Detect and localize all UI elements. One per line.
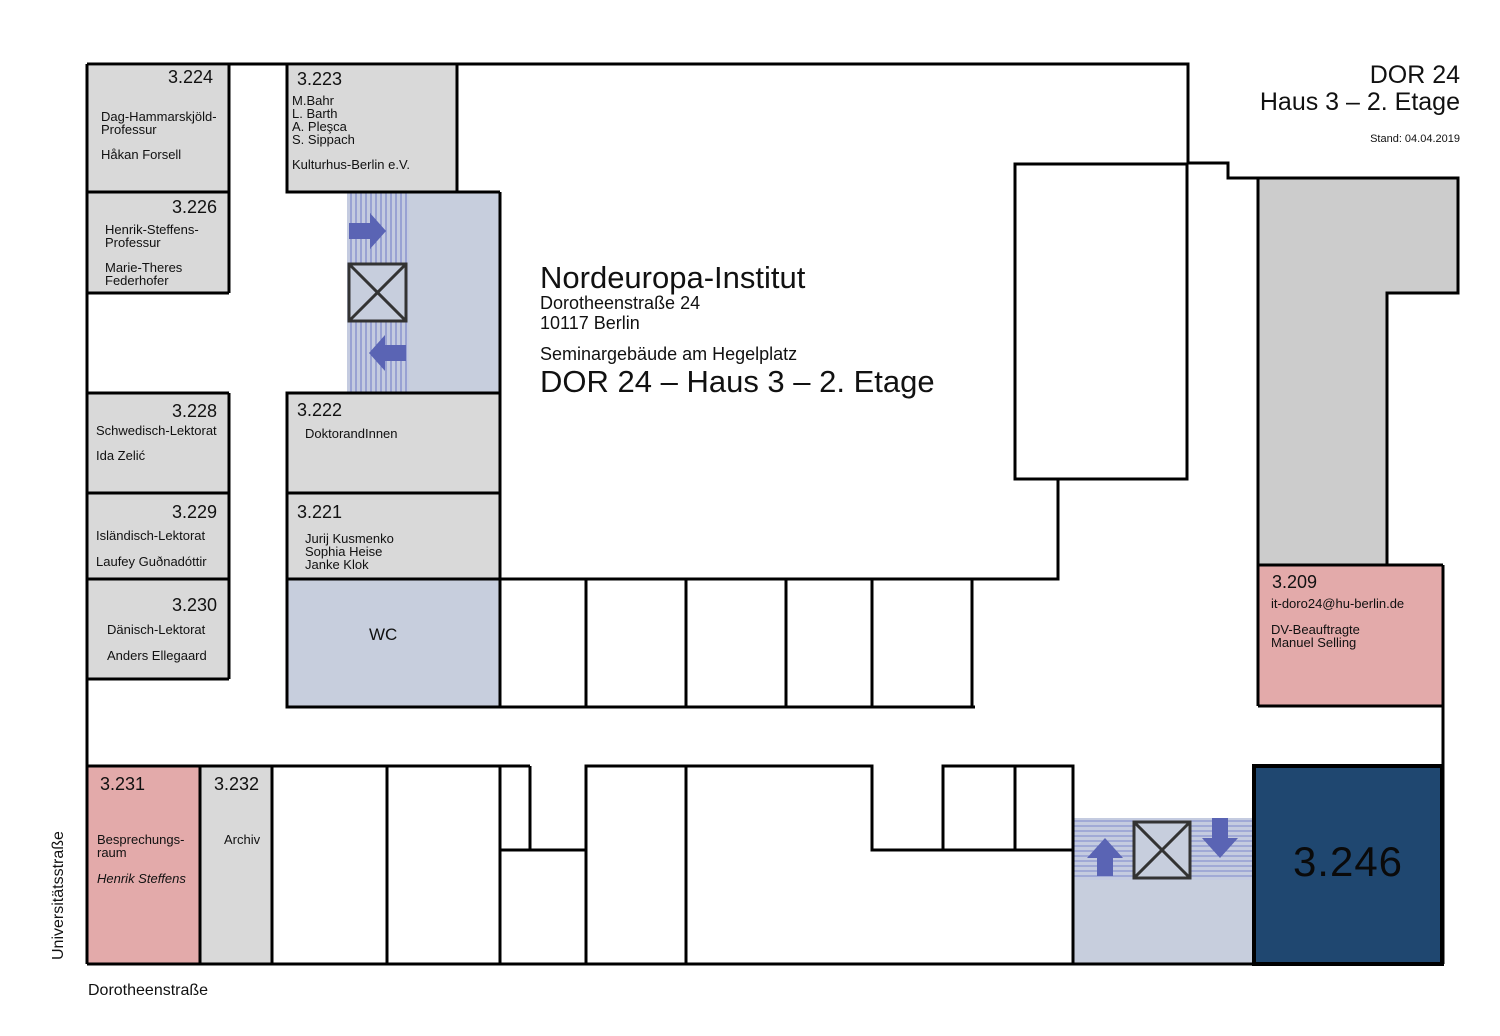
room-3-226-fill (87, 192, 229, 293)
courtyard-box (1013, 162, 1189, 481)
header-building: DOR 24 (1369, 61, 1460, 89)
arrow-down-icon (1202, 818, 1238, 858)
room-3-209-line3: Manuel Selling (1271, 635, 1357, 650)
room-3-232-number: 3.232 (214, 774, 260, 794)
room-3-222-number: 3.222 (297, 400, 343, 420)
room-3-209-line2: DV-Beauftragte (1271, 622, 1360, 637)
room-3-229-number: 3.229 (172, 502, 218, 522)
arrow-left-icon (369, 335, 406, 371)
room-3-221-line3: Janke Klok (305, 557, 369, 572)
plan-date: Stand: 04.04.2019 (1370, 133, 1460, 145)
room-3-229-fill (87, 493, 229, 579)
room-3-226-line4: Federhofer (105, 273, 169, 288)
room-3-231-number: 3.231 (100, 774, 146, 794)
room-3-246-outline (1252, 764, 1444, 966)
room-3-223-fill (287, 66, 457, 192)
room-3-230-line2: Anders Ellegaard (107, 648, 207, 663)
header-floor: Haus 3 – 2. Etage (1259, 88, 1460, 116)
room-3-231-line2: raum (97, 845, 127, 860)
room-3-221-fill (287, 493, 500, 579)
street-label-bottom: Dorotheenstraße (88, 982, 209, 999)
room-3-229-line1: Isländisch-Lektorat (96, 528, 206, 543)
elevator-lower-icon (1132, 820, 1192, 880)
room-3-226-line1: Henrik-Steffens- (105, 222, 199, 237)
room-3-223-line3: A. Pleşca (292, 119, 347, 134)
stair-core-gray (1258, 178, 1458, 565)
room-3-231-line1: Besprechungs- (97, 832, 185, 847)
middle-rooms-outline (285, 391, 502, 709)
room-3-232-fill (201, 766, 271, 963)
room-3-222-fill (287, 393, 500, 493)
wc-label: WC (369, 625, 398, 644)
institute-name: Nordeuropa-Institut (540, 260, 806, 295)
room-fills (87, 66, 1458, 964)
walls (85, 62, 1460, 966)
center-info: Nordeuropa-Institut Dorotheenstraße 24 1… (540, 262, 935, 399)
room-3-221-number: 3.221 (297, 502, 343, 522)
room-3-246-number: 3.246 (1292, 838, 1404, 885)
address-city: 10117 Berlin (540, 313, 640, 334)
street-label-left: Universitätsstraße (50, 831, 67, 960)
bottom-nook (500, 766, 532, 852)
room-3-224-number: 3.224 (168, 67, 214, 87)
arrow-up-icon (1087, 838, 1123, 876)
room-3-230-number: 3.230 (172, 595, 218, 615)
room-3-228-fill (87, 393, 229, 493)
room-3-231-fill (87, 766, 200, 963)
room-3-223-outline (285, 64, 500, 194)
arrow-right-icon (349, 213, 386, 249)
room-3-231-line3: Henrik Steffens (97, 871, 186, 886)
room-3-226-line3: Marie-Theres (105, 260, 183, 275)
floor-header: DOR 24 Haus 3 – 2. Etage (1260, 62, 1460, 116)
room-3-232-line1: Archiv (224, 832, 261, 847)
address-street: Dorotheenstraße 24 (540, 293, 701, 313)
room-3-228-line2: Ida Zelić (96, 448, 146, 463)
room-3-226-line2: Professur (105, 235, 161, 250)
room-3-224-line1: Dag-Hammarskjöld- (101, 109, 217, 124)
wc-fill (287, 579, 500, 707)
room-3-209-number: 3.209 (1272, 572, 1318, 592)
room-3-223-line1: M.Bahr (292, 93, 334, 108)
room-3-229-line2: Laufey Guðnadóttir (96, 554, 207, 569)
room-3-224-fill (87, 66, 229, 192)
room-3-221-line1: Jurij Kusmenko (305, 531, 394, 546)
floor-name: DOR 24 – Haus 3 – 2. Etage (540, 364, 935, 400)
building-name: Seminargebäude am Hegelplatz (540, 344, 798, 365)
room-3-230-fill (87, 579, 229, 679)
room-3-209-fill (1258, 565, 1443, 706)
room-3-209-email: it-doro24@hu-berlin.de (1271, 596, 1405, 611)
elevator-upper-icon (347, 262, 408, 323)
room-3-224-line3: Håkan Forsell (101, 147, 182, 162)
courtyard-wall (498, 192, 1060, 581)
room-3-246-fill (1254, 766, 1442, 964)
room-3-223-line2: L. Barth (292, 106, 338, 121)
room-3-230-line1: Dänisch-Lektorat (107, 622, 206, 637)
room-3-223-line4: S. Sippach (292, 132, 355, 147)
room-3-226-number: 3.226 (172, 197, 218, 217)
room-3-228-line1: Schwedisch-Lektorat (96, 423, 217, 438)
room-3-221-line2: Sophia Heise (305, 544, 383, 559)
room-3-228-number: 3.228 (172, 401, 218, 421)
bottom-room-4 (584, 764, 943, 964)
outer-wall-top (87, 62, 1460, 565)
bottom-room-6 (941, 764, 1075, 964)
room-3-223-line5: Kulturhus-Berlin e.V. (292, 157, 411, 172)
room-3-222-line1: DoktorandInnen (305, 426, 398, 441)
room-3-224-line2: Professur (101, 122, 157, 137)
room-3-223-number: 3.223 (297, 69, 343, 89)
